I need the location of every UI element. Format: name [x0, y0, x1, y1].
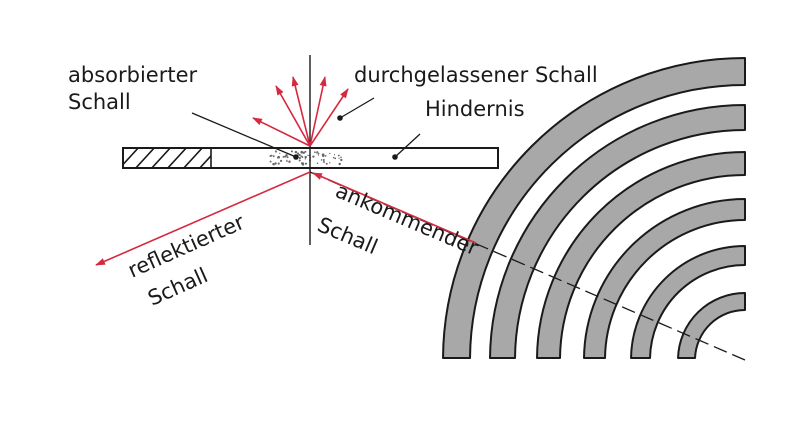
wave-band [489, 104, 746, 359]
speckle-dot [285, 153, 288, 157]
wave-band [536, 151, 746, 359]
absorbed-label-line2: Schall [68, 90, 131, 114]
speckle-dot [286, 156, 289, 159]
speckle-dot [272, 162, 275, 166]
speckle-dot [290, 150, 293, 153]
absorbed-leader-dot [293, 154, 299, 160]
speckle-dot [340, 159, 343, 161]
transmitted-leader-dot [337, 115, 343, 121]
speckle-dot [275, 151, 277, 153]
speckle-dot [317, 154, 320, 156]
speckle-dot [325, 162, 328, 165]
transmitted-ray [252, 117, 311, 147]
speckle-dot [329, 152, 331, 155]
speckle-dot [304, 162, 307, 165]
speckle-dot [282, 155, 285, 158]
speckle-dot [298, 153, 301, 157]
incoming-ray [312, 172, 477, 244]
speckle-dot [280, 159, 283, 162]
speckle-dot [304, 151, 307, 153]
speckle-dot [332, 156, 335, 159]
speckle-dot [286, 160, 288, 163]
absorption-speckles [269, 150, 343, 166]
transmitted-ray [291, 76, 311, 147]
speckle-dot [304, 155, 307, 159]
transmitted-rays [252, 76, 349, 147]
wave-band [583, 198, 746, 359]
hatch-pattern [123, 149, 211, 167]
speckle-dot [269, 154, 272, 158]
speckle-dot [321, 154, 325, 157]
speckle-dot [320, 159, 323, 161]
speckle-dot [304, 158, 306, 160]
absorbed-leader [191, 112, 297, 158]
speckle-dot [334, 157, 337, 160]
speckle-dot [314, 151, 316, 154]
transmitted-ray [275, 85, 311, 147]
speckle-dot [323, 161, 325, 163]
speckle-dot [279, 152, 281, 154]
transmitted-label: durchgelassener Schall [354, 63, 598, 87]
speckle-dot [302, 151, 305, 154]
speckle-dot [300, 155, 303, 158]
speckle-dot [338, 157, 340, 159]
speckle-dot [300, 162, 304, 165]
incoming-label-line2: Schall [314, 213, 381, 260]
speckle-dot [322, 159, 325, 161]
obstacle-slab [122, 147, 499, 169]
speckle-dot [307, 154, 309, 157]
obstacle-leader [394, 133, 421, 158]
transmitted-leader [339, 97, 375, 119]
speckle-dot [274, 163, 277, 165]
speckle-dot [337, 154, 340, 157]
wave-band [442, 57, 746, 359]
speckle-dot [296, 152, 300, 155]
speckle-dot [312, 155, 315, 158]
speckle-dot [298, 159, 301, 162]
reflected-ray [95, 171, 311, 266]
obstacle-leader-dot [392, 154, 398, 160]
speckle-dot [294, 150, 298, 154]
absorbed-label-line1: absorbierter [68, 63, 197, 87]
sound-wave-bands [442, 57, 746, 359]
speckle-dot [340, 156, 342, 158]
speckle-dot [333, 154, 336, 156]
obstacle-label: Hindernis [425, 97, 525, 121]
speckle-dot [317, 152, 320, 155]
transmitted-ray [309, 76, 327, 147]
speckle-dot [316, 162, 319, 164]
speckle-dot [298, 156, 301, 160]
speckle-dot [277, 156, 279, 159]
speckle-dot [277, 162, 280, 165]
speckle-dot [300, 150, 303, 154]
wave-band [677, 292, 746, 359]
speckle-dot [338, 162, 341, 166]
speckle-dot [286, 159, 288, 162]
speckle-dot [329, 162, 331, 164]
speckle-dot [272, 155, 275, 158]
speckle-dot [269, 160, 272, 163]
speckle-dot [324, 155, 327, 157]
transmitted-ray [309, 88, 349, 147]
speckle-dot [288, 160, 291, 163]
speckle-dot [316, 152, 318, 154]
wave-band [630, 245, 746, 359]
